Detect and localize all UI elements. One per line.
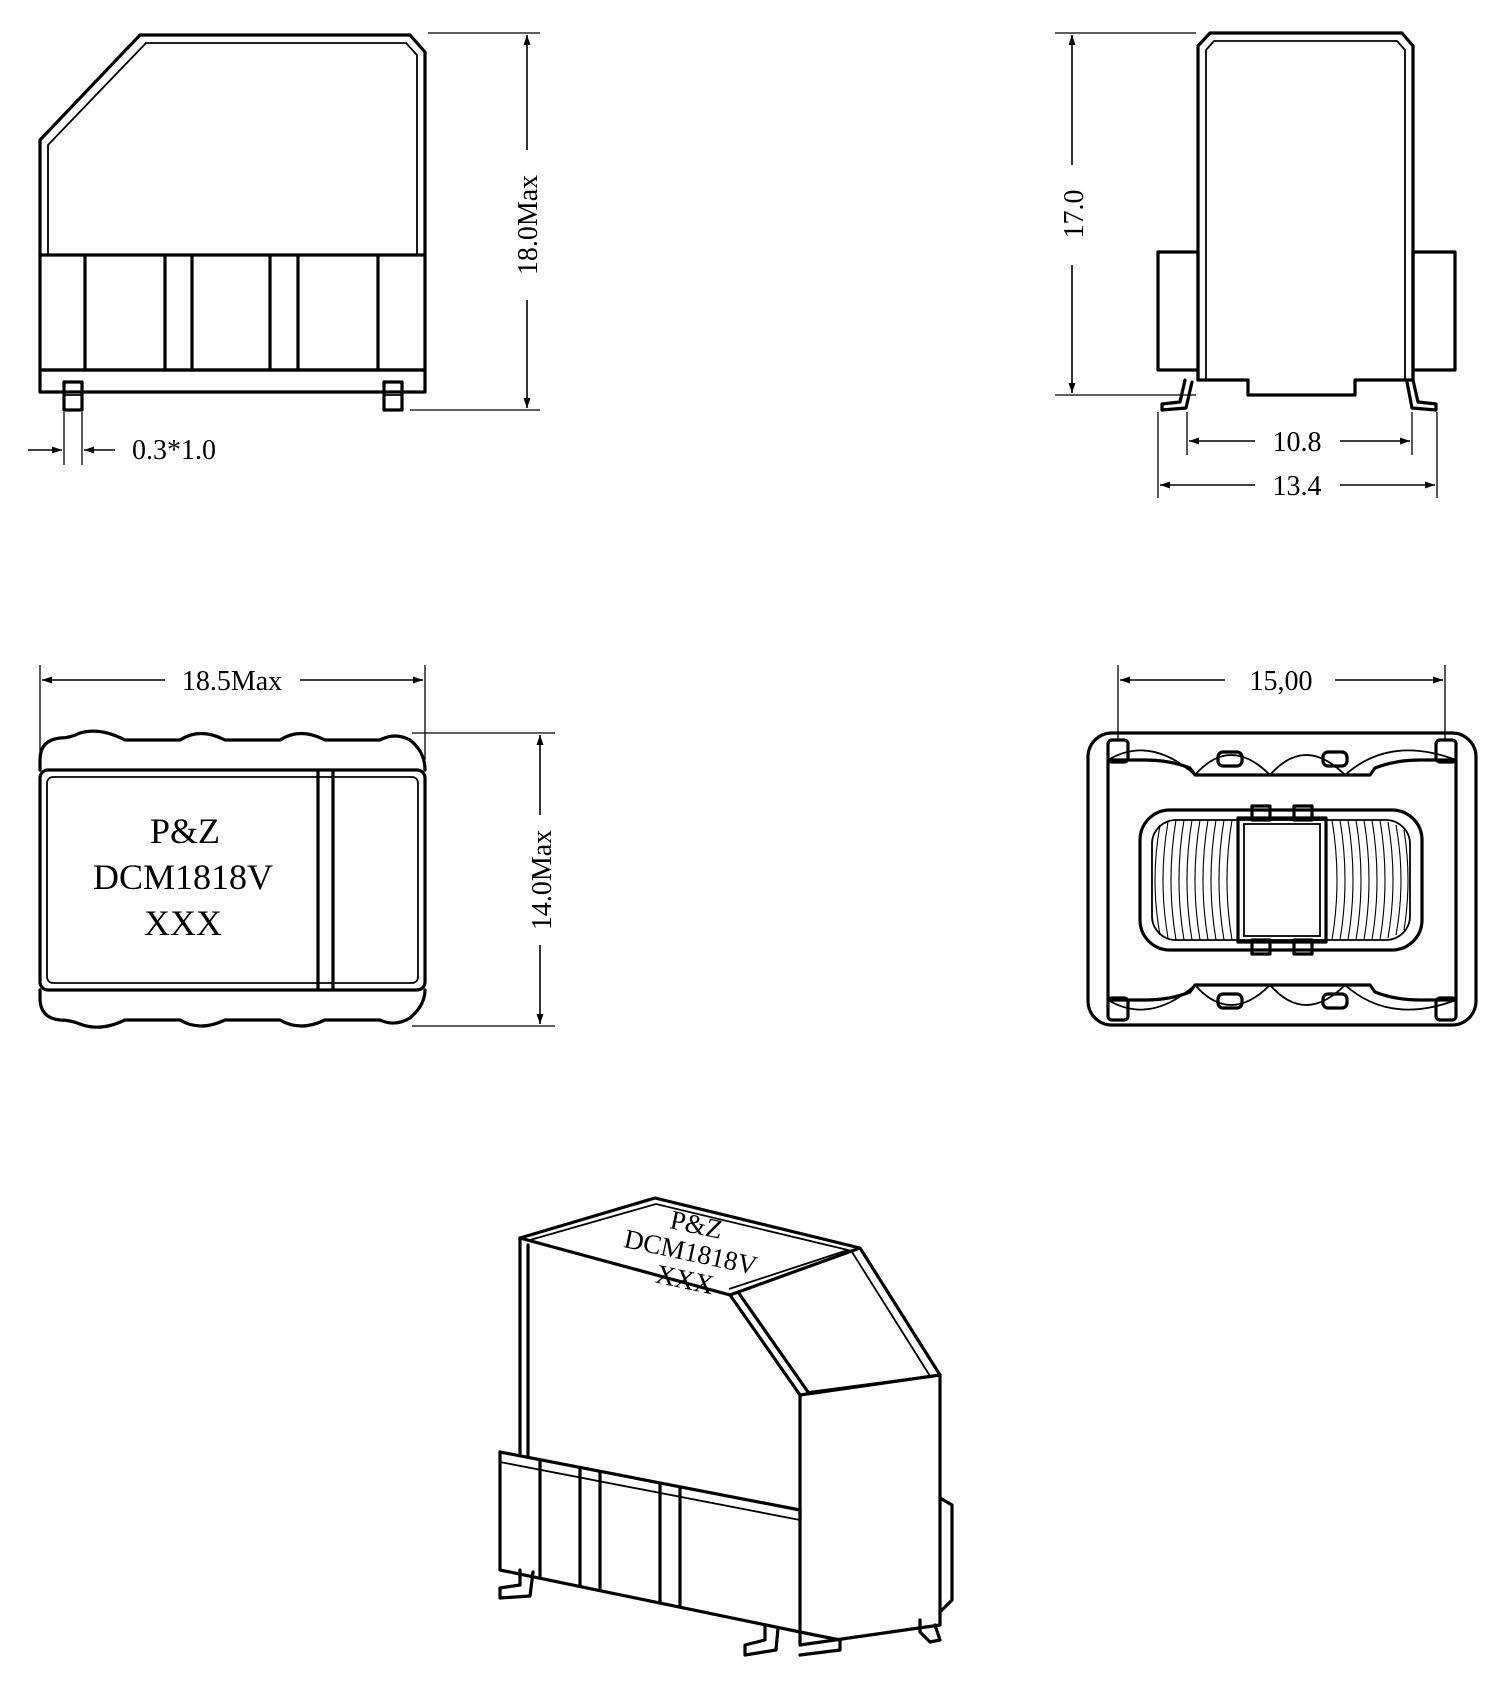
marking-line2: DCM1818V <box>93 857 273 897</box>
height-max-label: 18.0Max <box>513 175 544 275</box>
bottom-view <box>1086 731 1478 1027</box>
winding-right <box>1331 819 1409 941</box>
marking-line1: P&Z <box>150 811 220 851</box>
pin-size-label: 0.3*1.0 <box>132 435 216 466</box>
dim-pin-size: 0.3*1.0 <box>28 412 216 466</box>
winding-left <box>1154 819 1233 941</box>
pin-outer-span-label: 13.4 <box>1273 471 1322 502</box>
width-max-label: 14.0Max <box>527 830 558 930</box>
top-view: P&Z DCM1818V XXX <box>38 729 427 1029</box>
bottom-width-label: 15,00 <box>1250 666 1313 697</box>
dim-side-height: 17.0 <box>1055 32 1196 396</box>
dim-pin-inner-span: 10.8 <box>1186 412 1413 458</box>
dim-height-max: 18.0Max <box>410 32 544 411</box>
pin-inner-span-label: 10.8 <box>1273 427 1322 458</box>
dim-length-max: 18.5Max <box>39 665 426 760</box>
dim-bottom-width: 15,00 <box>1117 665 1446 740</box>
marking-line3: XXX <box>144 903 222 943</box>
side-view <box>1156 31 1457 412</box>
front-view <box>38 33 427 412</box>
isometric-view: P&Z DCM1818V XXX <box>498 1196 954 1657</box>
dim-pin-outer-span: 13.4 <box>1157 412 1438 502</box>
dim-width-max: 14.0Max <box>412 732 558 1027</box>
side-height-label: 17.0 <box>1059 190 1090 239</box>
length-max-label: 18.5Max <box>182 666 282 697</box>
